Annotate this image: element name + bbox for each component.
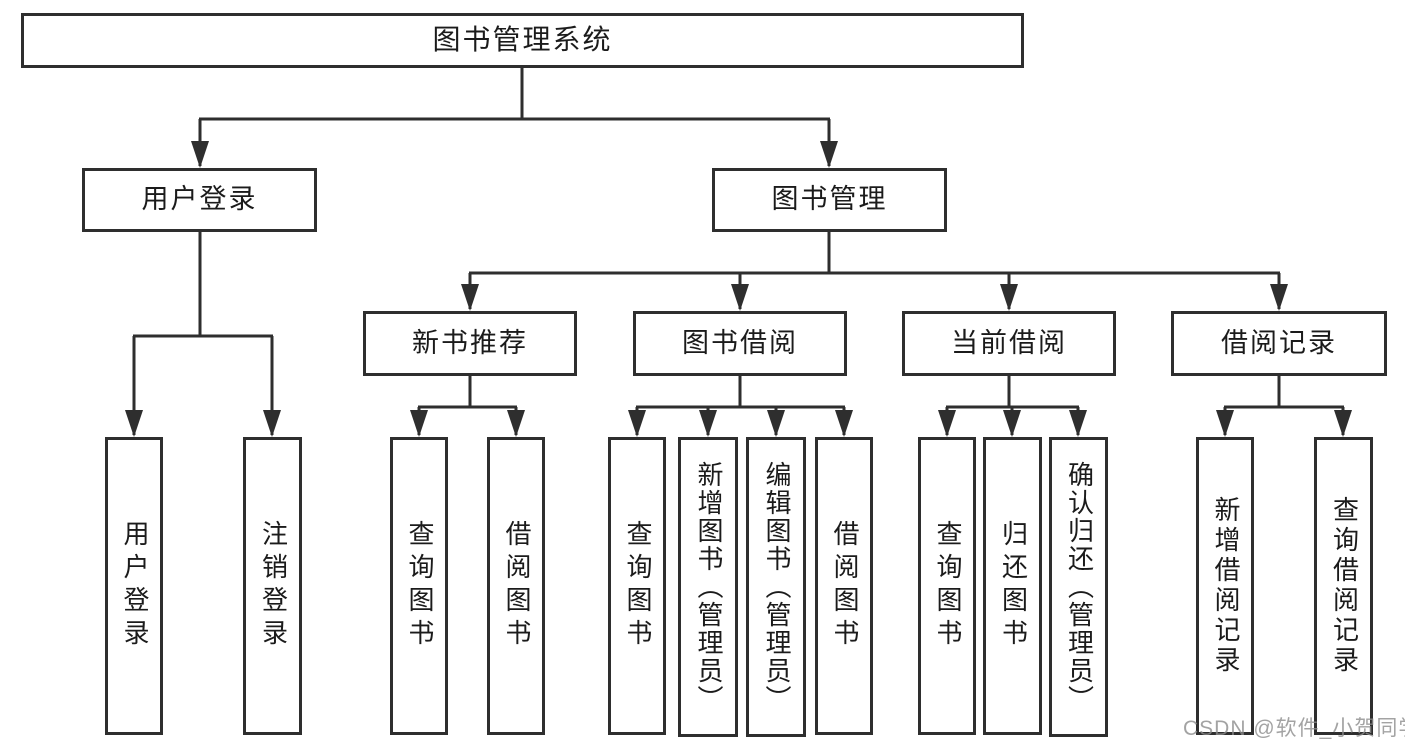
node-cb-confirm: 确认归还（管理员） <box>1049 437 1108 737</box>
arrowhead-down-icon <box>1069 410 1087 437</box>
node-label: 借阅图书 <box>501 520 532 652</box>
arrowhead-down-icon <box>410 410 428 437</box>
arrowhead-down-icon <box>628 410 646 437</box>
node-label: 注销登录 <box>258 520 289 652</box>
node-root: 图书管理系统 <box>21 13 1024 68</box>
arrowhead-down-icon <box>1216 410 1234 437</box>
node-label: 新书推荐 <box>412 327 528 358</box>
node-cb-query: 查询图书 <box>918 437 976 735</box>
arrowhead-down-icon <box>1000 284 1018 311</box>
arrowhead-down-icon <box>507 410 525 437</box>
arrowhead-down-icon <box>125 410 143 437</box>
node-label: 查询借阅记录 <box>1329 496 1360 676</box>
node-label: 当前借阅 <box>951 327 1067 358</box>
node-login-user: 用户登录 <box>105 437 163 735</box>
node-label: 用户登录 <box>141 184 258 215</box>
node-label: 归还图书 <box>998 520 1029 652</box>
node-bb-query: 查询图书 <box>608 437 666 735</box>
arrowhead-down-icon <box>731 284 749 311</box>
node-bb-borrow: 借阅图书 <box>815 437 873 735</box>
node-label: 新增借阅记录 <box>1210 496 1241 676</box>
node-rec-query: 查询图书 <box>390 437 448 735</box>
node-label: 图书管理系统 <box>432 24 613 56</box>
node-borrow-records: 借阅记录 <box>1171 311 1387 376</box>
node-label: 确认归还（管理员） <box>1064 461 1095 713</box>
arrowhead-down-icon <box>835 410 853 437</box>
node-new-book-rec: 新书推荐 <box>363 311 577 376</box>
node-bb-edit: 编辑图书（管理员） <box>746 437 806 737</box>
node-label: 借阅图书 <box>829 520 860 652</box>
node-user-login: 用户登录 <box>82 168 317 232</box>
node-login-logout: 注销登录 <box>243 437 302 735</box>
node-label: 借阅记录 <box>1221 327 1337 358</box>
arrowhead-down-icon <box>1270 284 1288 311</box>
node-label: 查询图书 <box>932 520 963 652</box>
node-label: 新增图书（管理员） <box>693 461 724 713</box>
node-cb-return: 归还图书 <box>983 437 1042 735</box>
arrowhead-down-icon <box>191 141 209 168</box>
node-book-mgmt: 图书管理 <box>712 168 947 232</box>
node-bb-add: 新增图书（管理员） <box>678 437 738 737</box>
node-current-borrow: 当前借阅 <box>902 311 1116 376</box>
arrowhead-down-icon <box>820 141 838 168</box>
node-label: 查询图书 <box>404 520 435 652</box>
arrowhead-down-icon <box>263 410 281 437</box>
node-label: 图书管理 <box>771 184 888 215</box>
node-rec-borrow: 借阅图书 <box>487 437 545 735</box>
node-book-borrow: 图书借阅 <box>633 311 847 376</box>
node-br-query: 查询借阅记录 <box>1314 437 1373 735</box>
arrowhead-down-icon <box>1334 410 1352 437</box>
node-label: 用户登录 <box>119 520 150 652</box>
node-label: 查询图书 <box>622 520 653 652</box>
node-label: 图书借阅 <box>682 327 798 358</box>
arrowhead-down-icon <box>1003 410 1021 437</box>
arrowhead-down-icon <box>767 410 785 437</box>
arrowhead-down-icon <box>938 410 956 437</box>
node-label: 编辑图书（管理员） <box>761 461 792 713</box>
watermark: CSDN @软件_小贺同学 <box>1183 717 1405 740</box>
arrowhead-down-icon <box>461 284 479 311</box>
arrowhead-down-icon <box>699 410 717 437</box>
node-br-add: 新增借阅记录 <box>1196 437 1254 735</box>
